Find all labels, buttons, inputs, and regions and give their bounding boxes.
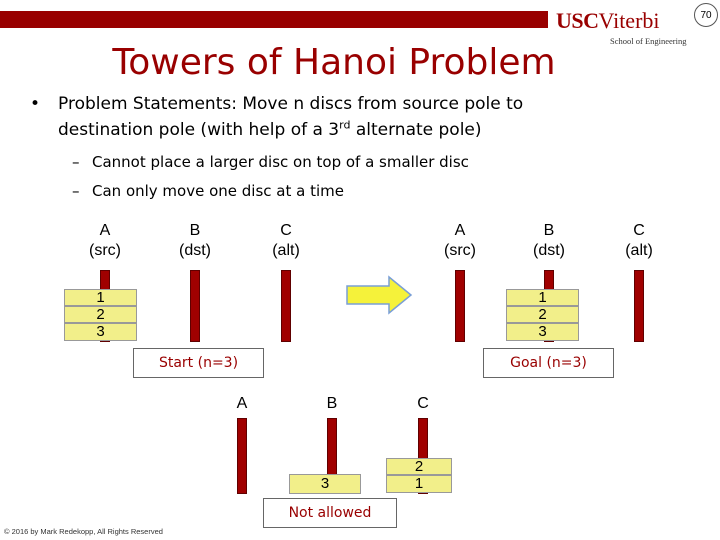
- start-pole-c: [281, 270, 291, 342]
- pole-role: (alt): [625, 242, 653, 259]
- logo-viterbi-text: Viterbi: [598, 8, 660, 33]
- sub-bullet-1: –Cannot place a larger disc on top of a …: [72, 153, 469, 171]
- goal-pole-b-label: B (dst): [509, 221, 589, 261]
- logo-usc-text: USC: [556, 8, 599, 33]
- bullet-line-2-sup: rd: [339, 118, 351, 132]
- goal-disc-1: 1: [506, 289, 579, 306]
- slide-title: Towers of Hanoi Problem: [0, 42, 720, 83]
- dash-icon: –: [72, 182, 80, 200]
- pole-role: (dst): [533, 242, 565, 259]
- sub-bullet-2: –Can only move one disc at a time: [72, 182, 344, 200]
- bullet-line-2: destination pole (with help of a 3rd alt…: [30, 117, 690, 143]
- pole-name: A: [454, 222, 466, 239]
- na-pole-a-label: A: [236, 395, 248, 412]
- bullet-line-1: Problem Statements: Move n discs from so…: [58, 94, 524, 114]
- goal-label-box: Goal (n=3): [483, 348, 614, 378]
- bullet-line-2-pre: destination pole (with help of a 3: [58, 120, 340, 140]
- header-bar: [0, 11, 548, 28]
- goal-disc-2: 2: [506, 306, 579, 323]
- logo-school-text: School of Engineering: [610, 36, 687, 46]
- sub-bullet-2-text: Can only move one disc at a time: [92, 182, 344, 200]
- bullet-dot-icon: •: [30, 94, 41, 114]
- slide-number: 70: [694, 3, 718, 27]
- na-pole-b-label: B: [326, 395, 338, 412]
- pole-name: B: [543, 222, 555, 239]
- start-pole-a-label: A (src): [65, 221, 145, 261]
- start-label-box: Start (n=3): [133, 348, 264, 378]
- start-pole-c-label: C (alt): [246, 221, 326, 261]
- main-bullet: • Problem Statements: Move n discs from …: [30, 91, 690, 143]
- start-disc-3: 3: [64, 323, 137, 341]
- na-pole-a: [237, 418, 247, 494]
- na-disc-3: 3: [289, 474, 361, 494]
- pole-role: (alt): [272, 242, 300, 259]
- start-pole-b: [190, 270, 200, 342]
- goal-disc-3: 3: [506, 323, 579, 341]
- usc-viterbi-logo: USCViterbi School of Engineering: [556, 8, 716, 50]
- pole-name: C: [633, 222, 645, 239]
- na-disc-2: 2: [386, 458, 452, 475]
- dash-icon: –: [72, 153, 80, 171]
- copyright-footer: © 2016 by Mark Redekopp, All Rights Rese…: [4, 527, 163, 536]
- start-disc-2: 2: [64, 306, 137, 323]
- start-pole-b-label: B (dst): [155, 221, 235, 261]
- na-pole-c-label: C: [417, 395, 429, 412]
- pole-name: C: [280, 222, 292, 239]
- pole-role: (src): [444, 242, 476, 259]
- goal-pole-a-label: A (src): [420, 221, 500, 261]
- slide-title-text: Towers of Hanoi Problem: [112, 42, 556, 83]
- pole-role: (dst): [179, 242, 211, 259]
- goal-pole-c-label: C (alt): [599, 221, 679, 261]
- pole-name: A: [99, 222, 111, 239]
- goal-pole-c: [634, 270, 644, 342]
- pole-role: (src): [89, 242, 121, 259]
- sub-bullet-1-text: Cannot place a larger disc on top of a s…: [92, 153, 469, 171]
- not-allowed-label-box: Not allowed: [263, 498, 397, 528]
- pole-name: B: [189, 222, 201, 239]
- na-disc-1: 1: [386, 475, 452, 493]
- goal-pole-a: [455, 270, 465, 342]
- bullet-line-2-post: alternate pole): [350, 120, 482, 140]
- start-disc-1: 1: [64, 289, 137, 306]
- right-arrow-icon: [346, 275, 413, 315]
- na-pole-c: [418, 418, 428, 494]
